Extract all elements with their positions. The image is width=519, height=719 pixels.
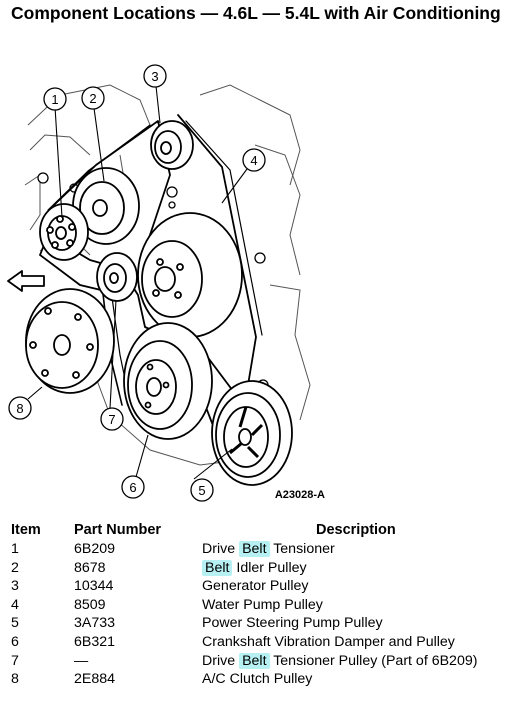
- svg-text:5: 5: [198, 483, 205, 498]
- callout-3: 3: [143, 64, 167, 88]
- header-part-number: Part Number: [74, 522, 162, 538]
- page-title: Component Locations — 4.6L — 5.4L with A…: [11, 3, 501, 23]
- callout-8: 8: [8, 396, 32, 420]
- ac-clutch-pulley: [25, 288, 115, 394]
- part-description: Drive Belt Tensioner Pulley (Part of 6B2…: [202, 652, 478, 669]
- part-description: Crankshaft Vibration Damper and Pulley: [202, 634, 455, 650]
- callout-6: 6: [121, 475, 145, 499]
- callout-7: 7: [100, 407, 124, 431]
- part-description: Drive Belt Tensioner: [202, 541, 335, 557]
- drive-belt-tensioner-pulley: [96, 252, 138, 302]
- table-row: 2 8678 Belt Idler Pulley: [11, 559, 511, 579]
- generator-pulley: [150, 120, 194, 170]
- table-row: 4 8509 Water Pump Pulley: [11, 597, 511, 616]
- svg-text:8: 8: [16, 401, 23, 416]
- table-row: 1 6B209 Drive Belt Tensioner: [11, 541, 511, 560]
- table-row: 7 — Drive Belt Tensioner Pulley (Part of 6…: [11, 652, 511, 672]
- description-text: Generator Pulley: [202, 578, 309, 595]
- power-steering-pump-pulley: [211, 380, 293, 486]
- item-number: 7: [11, 652, 19, 669]
- callout-leaders: [27, 85, 248, 480]
- water-pump-pulley: [137, 212, 243, 338]
- table-row: 3 10344 Generator Pulley: [11, 578, 511, 597]
- table-row: 5 3A733 Power Steering Pump Pulley: [11, 615, 511, 634]
- arrow-left-icon: [7, 270, 45, 292]
- callout-1: 1: [43, 87, 67, 111]
- part-description: Power Steering Pump Pulley: [202, 615, 383, 631]
- belt-routing-diagram: 1 2 3 4 5 6 7 8 A23028-A: [0, 55, 519, 525]
- item-number: 8: [11, 671, 19, 688]
- part-number: —: [74, 652, 89, 669]
- part-number: 6B209: [74, 541, 116, 557]
- part-number: 3A733: [74, 615, 116, 632]
- description-text: Power Steering Pump Pulley: [202, 615, 383, 632]
- description-text: Tensioner Pulley (Part of 6B209): [269, 652, 478, 669]
- svg-text:1: 1: [51, 92, 58, 107]
- part-number: 10344: [74, 578, 114, 595]
- description-text: Crankshaft Vibration Damper and Pulley: [202, 633, 455, 650]
- svg-text:2: 2: [89, 91, 96, 106]
- description-text: A/C Clutch Pulley: [202, 671, 313, 688]
- callout-2: 2: [81, 86, 105, 110]
- part-number: 8509: [74, 596, 106, 613]
- item-number: 3: [11, 578, 19, 595]
- header-item: Item: [11, 522, 41, 538]
- callout-4: 4: [242, 148, 266, 172]
- description-text: Idler Pulley: [232, 559, 307, 576]
- part-description: A/C Clutch Pulley: [202, 671, 312, 687]
- svg-text:6: 6: [129, 480, 136, 495]
- table-row: 8 2E884 A/C Clutch Pulley: [11, 671, 511, 690]
- description-text: Drive: [202, 541, 240, 557]
- description-text: Drive: [202, 652, 240, 669]
- figure-code: A23028-A: [275, 489, 325, 501]
- description-text: Tensioner: [269, 541, 335, 557]
- search-highlight: Belt: [239, 652, 270, 669]
- item-number: 5: [11, 615, 19, 632]
- svg-text:3: 3: [151, 69, 158, 84]
- svg-text:4: 4: [250, 153, 257, 168]
- engine-block-outline: [24, 84, 311, 466]
- callout-5: 5: [190, 478, 214, 502]
- crankshaft-damper-pulley: [123, 322, 213, 440]
- part-description: Water Pump Pulley: [202, 597, 323, 613]
- part-number: 8678: [74, 559, 106, 576]
- part-description: Belt Idler Pulley: [202, 559, 307, 576]
- part-number: 6B321: [74, 633, 116, 650]
- table-row: 6 6B321 Crankshaft Vibration Damper and Pu…: [11, 634, 511, 653]
- item-number: 6: [11, 633, 19, 650]
- part-number: 2E884: [74, 671, 116, 688]
- search-highlight: Belt: [202, 559, 233, 576]
- search-highlight: Belt: [239, 541, 270, 557]
- item-number: 4: [11, 596, 19, 613]
- part-description: Generator Pulley: [202, 578, 308, 594]
- svg-text:7: 7: [108, 412, 115, 427]
- item-number: 2: [11, 559, 19, 576]
- description-text: Water Pump Pulley: [202, 596, 323, 613]
- item-number: 1: [11, 541, 19, 557]
- table-header: Item Part Number Description: [11, 522, 511, 541]
- header-description: Description: [316, 522, 396, 538]
- belt-idler-pulley: [72, 167, 140, 245]
